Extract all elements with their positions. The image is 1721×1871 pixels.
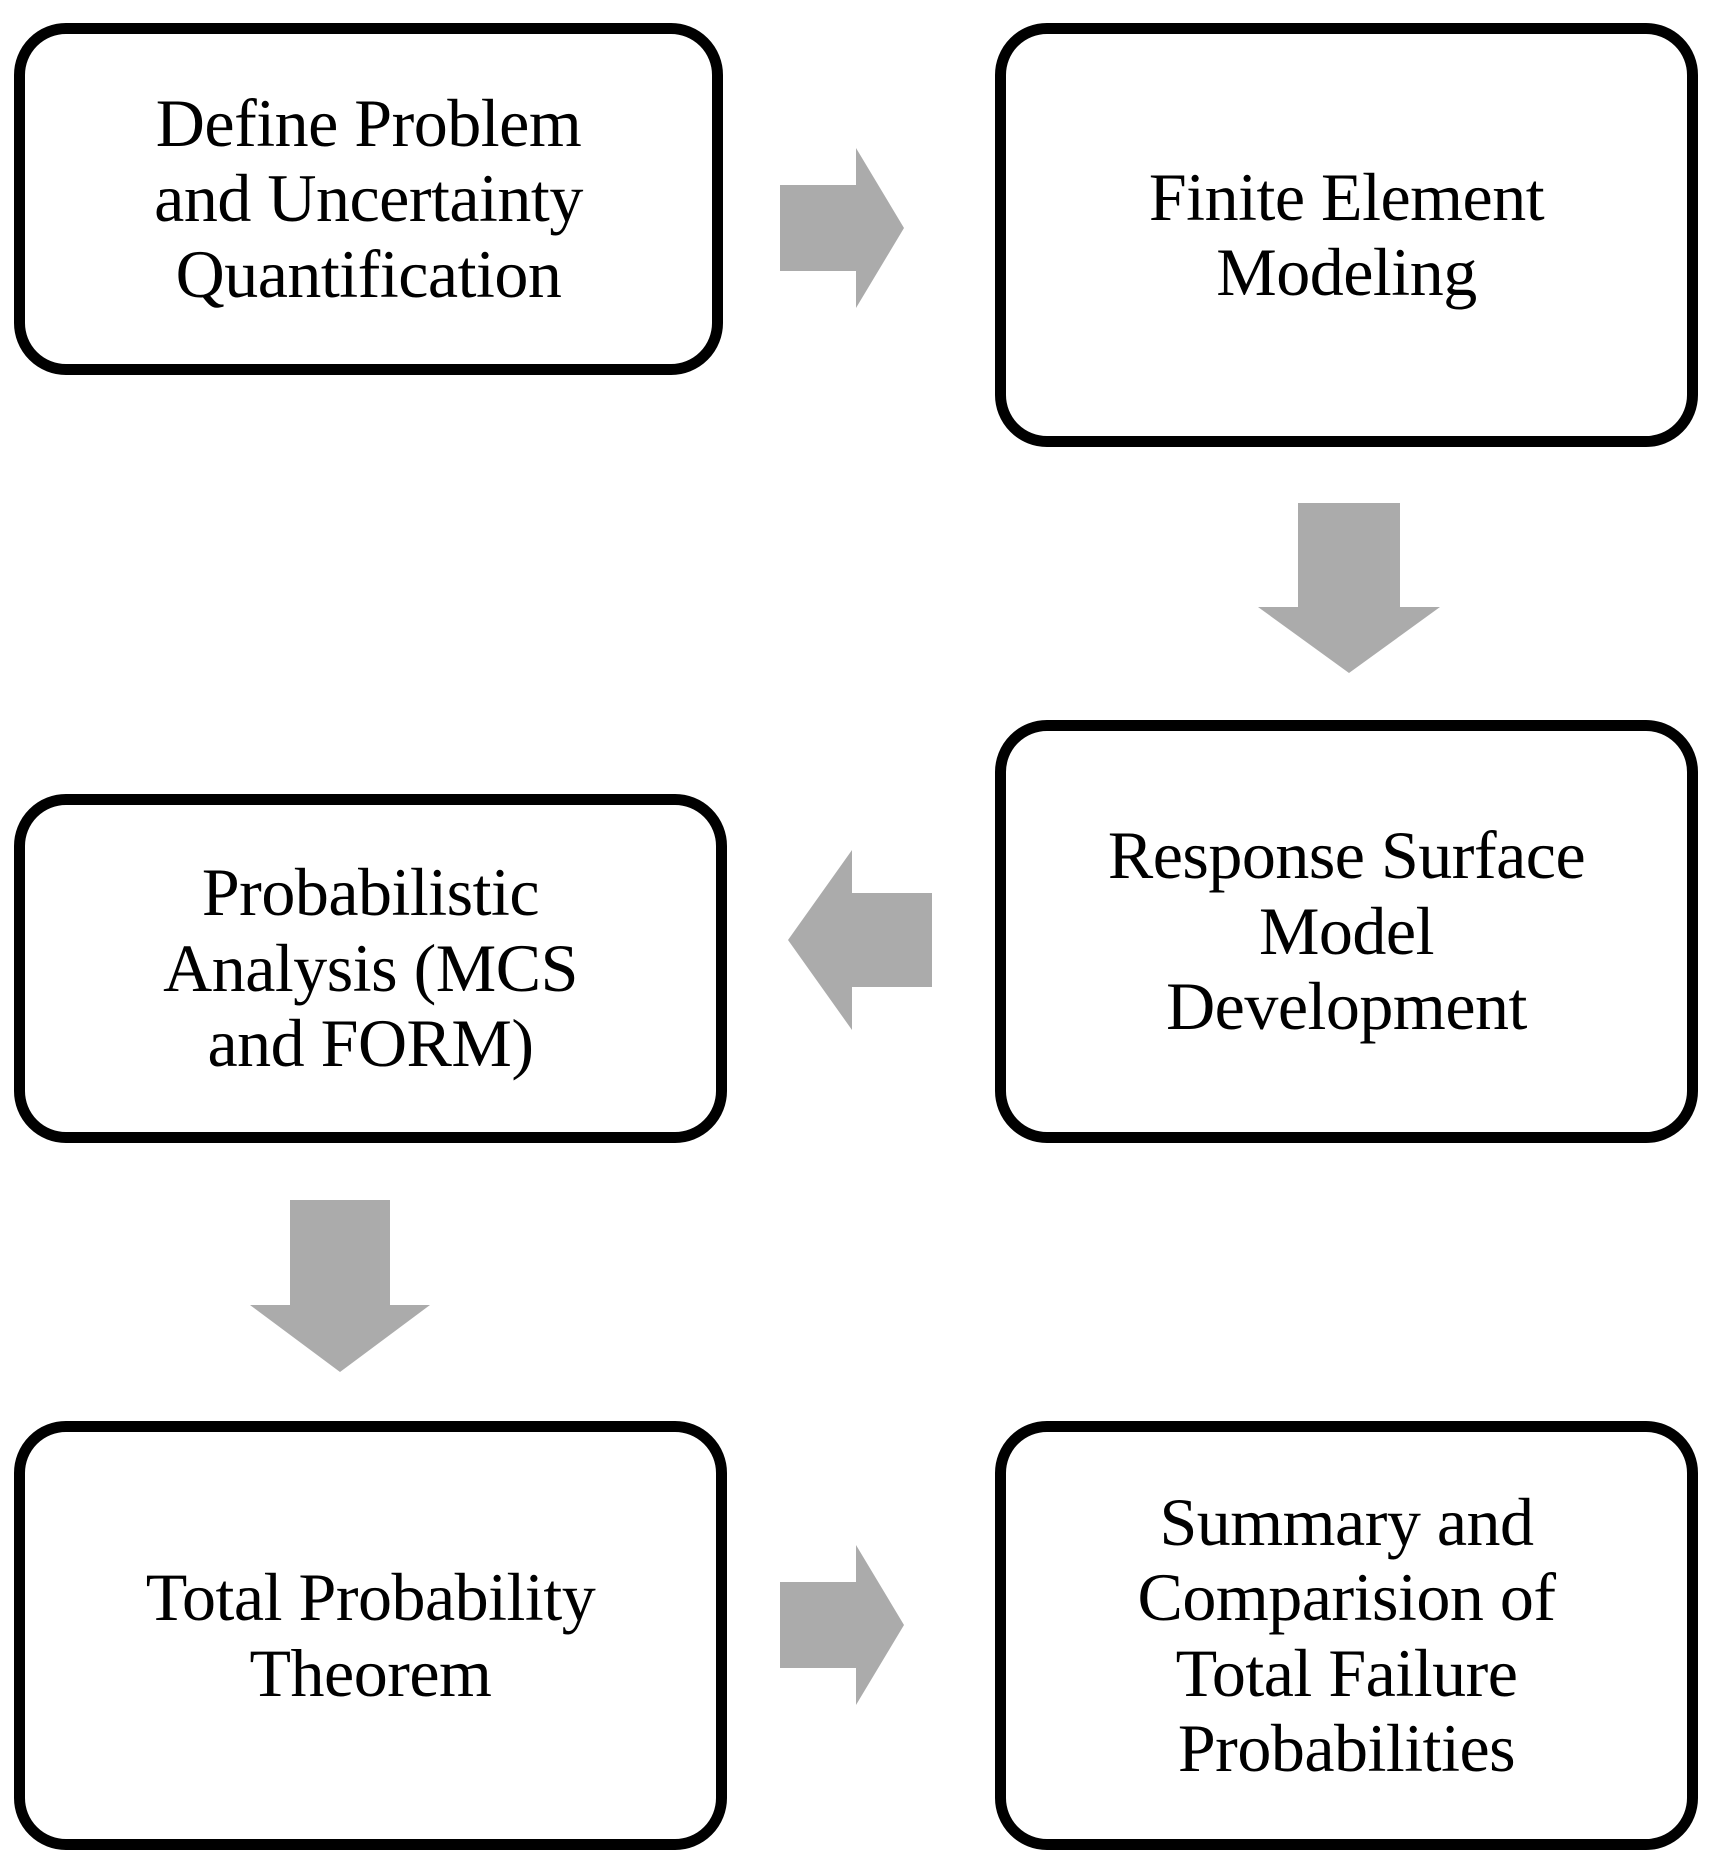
arrow-right-define-to-fem [780,148,904,308]
arrow-right-total-to-summary [780,1545,904,1705]
arrow-left-rsm-to-prob [788,850,932,1030]
arrow-down-fem-to-rsm [1258,503,1440,673]
arrow-down-prob-to-total [250,1200,430,1372]
